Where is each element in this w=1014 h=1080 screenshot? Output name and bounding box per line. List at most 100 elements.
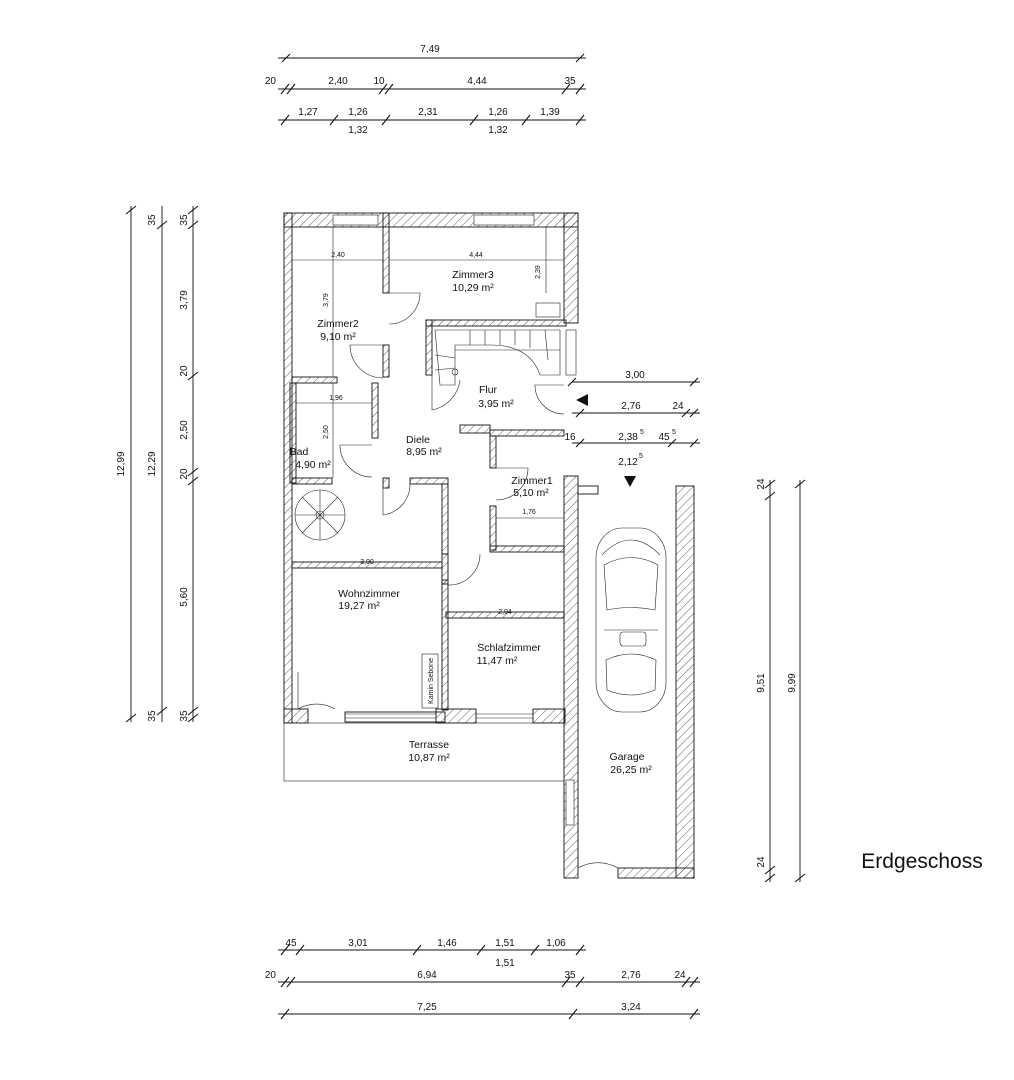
dim-right-flur-8: 5 (639, 453, 643, 460)
dim-bottom-row3-1: 3,24 (621, 1002, 641, 1013)
dim-top-row2-3: 4,44 (467, 76, 487, 87)
dim-garage-outer: 9,99 (787, 673, 798, 693)
bottom-dimensions: 45 3,01 1,46 1,51 1,06 1,51 20 6,94 35 2… (265, 938, 700, 1020)
room-wohnzimmer-name: Wohnzimmer (338, 588, 400, 600)
dim-right-flur-6: 5 (672, 429, 676, 436)
dim-top-row3b-0: 1,32 (348, 125, 368, 136)
dim-right-flur-9: 16 (564, 432, 576, 443)
dim-left-inner-0: 35 (179, 214, 190, 226)
right-dimensions: 3,00 2,76 24 2,38 5 45 5 2,12 5 16 9,51 … (564, 370, 806, 883)
terrace-outline (283, 722, 565, 782)
staircase-spiral (294, 489, 346, 541)
dim-bottom-row1-2: 1,46 (437, 938, 457, 949)
room-diele-area: 8,95 m² (406, 446, 442, 458)
room-diele-name: Diele (406, 434, 430, 446)
dim-right-flur-5: 45 (658, 432, 670, 443)
dim-bottom-row1-4: 1,06 (546, 938, 566, 949)
room-terrasse-area: 10,87 m² (408, 752, 450, 764)
dim-left-inner-2: 20 (179, 365, 190, 377)
dim-left-inner-4: 20 (179, 468, 190, 480)
fixture (535, 302, 561, 318)
car-icon (595, 527, 667, 713)
room-wohnzimmer-area: 19,27 m² (338, 600, 380, 612)
dim-top-row3-2: 2,31 (418, 107, 438, 118)
dim-bottom-row2-1: 6,94 (417, 970, 437, 981)
room-zimmer1-area: 5,10 m² (513, 487, 549, 499)
dim-right-flur-1: 2,76 (621, 401, 641, 412)
dim-bottom-row2-3: 2,76 (621, 970, 641, 981)
dim-right-flur-3: 2,38 (618, 432, 638, 443)
room-bad-area: 4,90 m² (295, 459, 331, 471)
room-bad-name: Bad (290, 446, 309, 458)
dim-zimmer1-width: 1,76 (522, 509, 536, 516)
dim-bad-width: 1,96 (329, 395, 343, 402)
room-flur-area: 3,95 m² (478, 398, 514, 410)
kamin: Kamin Sebone (421, 653, 439, 709)
dim-right-flur-4: 5 (640, 429, 644, 436)
dim-top-row2-4: 35 (564, 76, 576, 87)
dim-left-tick-top: 35 (147, 214, 158, 226)
dim-schlafzimmer-width: 2,94 (498, 609, 512, 616)
room-zimmer2-name: Zimmer2 (317, 318, 359, 330)
left-dimensions: 12,99 35 35 12,29 35 3,79 20 2,50 20 5,6… (116, 205, 199, 723)
dim-top-row2-0: 20 (265, 76, 277, 87)
room-zimmer1-name: Zimmer1 (511, 475, 553, 487)
floor-title: Erdgeschoss (861, 850, 982, 873)
dim-zimmer3-width: 4,44 (469, 252, 483, 259)
dim-right-flur-0: 3,00 (625, 370, 645, 381)
dim-top-row3b-1: 1,32 (488, 125, 508, 136)
dim-top-row2-1: 2,40 (328, 76, 348, 87)
garage-entrance-arrow-icon (624, 476, 636, 487)
dim-bottom-row1b: 1,51 (495, 958, 515, 969)
room-zimmer3-name: Zimmer3 (452, 269, 494, 281)
dim-top-row3-0: 1,27 (298, 107, 318, 118)
dim-bottom-row2-2: 35 (564, 970, 576, 981)
dim-left-tick-bottom: 35 (147, 710, 158, 722)
top-dimensions: 7,49 20 2,40 10 4,44 35 1,27 1,26 2,31 1… (265, 44, 586, 136)
room-schlafzimmer-name: Schlafzimmer (477, 642, 541, 654)
dim-left-inner-1: 3,79 (179, 290, 190, 310)
dim-bad-height: 2,50 (323, 425, 330, 439)
dim-bottom-row3-0: 7,25 (417, 1002, 437, 1013)
room-labels: Zimmer3 10,29 m² Zimmer2 9,10 m² Flur 3,… (290, 269, 653, 776)
walls (283, 212, 695, 879)
dim-bottom-row2-4: 24 (674, 970, 686, 981)
dim-left-outer: 12,99 (116, 451, 127, 476)
dim-left-inner-3: 2,50 (179, 420, 190, 440)
dim-bottom-row1-1: 3,01 (348, 938, 368, 949)
dim-left-inner-5: 5,60 (179, 587, 190, 607)
dim-left-mid: 12,29 (147, 451, 158, 476)
dim-garage-inner: 9,51 (756, 673, 767, 693)
dim-top-row3-4: 1,39 (540, 107, 560, 118)
room-terrasse-name: Terrasse (409, 739, 449, 751)
dim-bottom-row1-3: 1,51 (495, 938, 515, 949)
windows (332, 214, 577, 826)
interior-dimensions: 2,40 4,44 2,39 3,79 1,96 2,50 1,76 3,90 … (292, 227, 564, 619)
room-zimmer2-area: 9,10 m² (320, 331, 356, 343)
dim-top-row3-1: 1,26 (348, 107, 368, 118)
dim-right-flur-7: 2,12 (618, 457, 638, 468)
dim-zimmer2-width: 2,40 (331, 252, 345, 259)
dim-garage-top: 24 (756, 478, 767, 490)
entrance-arrow-icon (576, 394, 588, 406)
dim-zimmer2-height: 3,79 (323, 293, 330, 307)
room-zimmer3-area: 10,29 m² (452, 282, 494, 294)
room-flur-name: Flur (479, 384, 498, 396)
room-schlafzimmer-area: 11,47 m² (477, 655, 518, 667)
dim-wohnzimmer-width: 3,90 (360, 559, 374, 566)
staircase-main (434, 329, 561, 386)
dim-top-row2-2: 10 (373, 76, 385, 87)
dim-left-inner-6: 35 (179, 710, 190, 722)
room-garage-area: 26,25 m² (610, 764, 652, 776)
dim-bottom-row2-0: 20 (265, 970, 277, 981)
dim-bottom-row1-0: 45 (285, 938, 297, 949)
dim-zimmer3-height: 2,39 (535, 265, 542, 279)
doors (297, 292, 619, 869)
dim-top-total: 7,49 (420, 44, 440, 55)
room-garage-name: Garage (609, 751, 644, 763)
dim-top-row3-3: 1,26 (488, 107, 508, 118)
dim-right-flur-2: 24 (672, 401, 684, 412)
kamin-label: Kamin Sebone (428, 658, 435, 704)
dim-garage-bottom: 24 (756, 856, 767, 868)
